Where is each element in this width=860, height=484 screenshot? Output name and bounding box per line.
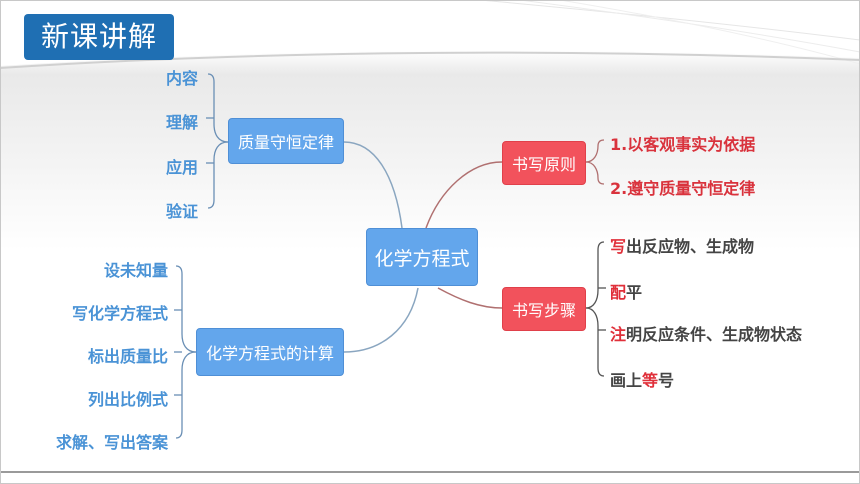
center-node-label: 化学方程式 <box>374 247 470 270</box>
leaf-application: 应用 <box>166 158 199 177</box>
connector-center-right-bottom <box>437 287 503 309</box>
leaf-step-3: 标出质量比 <box>87 347 168 366</box>
step-balance-rest: 平 <box>626 283 643 302</box>
node-mass-conservation[interactable]: 质量守恒定律 <box>228 118 344 164</box>
node-calculation-label: 化学方程式的计算 <box>205 344 334 363</box>
step-note-rest: 明反应条件、生成物状态 <box>626 325 803 344</box>
step-balance-key: 配 <box>610 283 627 302</box>
step-note-key: 注 <box>610 325 627 344</box>
bracket-right-bottom <box>585 241 605 309</box>
leaf-step-1: 设未知量 <box>103 261 168 280</box>
step-write-rest: 出反应物、生成物 <box>626 237 755 256</box>
node-writing-steps[interactable]: 书写步骤 <box>502 287 586 331</box>
principle-1: 1.以客观事实为依据 <box>610 135 756 154</box>
center-node[interactable]: 化学方程式 <box>366 228 478 286</box>
node-calculation[interactable]: 化学方程式的计算 <box>196 328 344 376</box>
step-equal: 画上等号 <box>610 367 674 391</box>
leaf-content: 内容 <box>166 69 199 88</box>
leaf-understanding: 理解 <box>166 113 199 132</box>
step-equal-post: 号 <box>658 371 675 390</box>
node-writing-steps-label: 书写步骤 <box>511 301 576 320</box>
step-equal-key: 等 <box>642 371 659 390</box>
node-writing-principles[interactable]: 书写原则 <box>502 141 586 185</box>
connector-center-left-top <box>343 141 403 229</box>
bracket-right-top <box>585 139 605 163</box>
leaf-step-4: 列出比例式 <box>87 390 168 409</box>
connector-center-right-top <box>425 161 503 229</box>
leaf-verification: 验证 <box>166 202 199 221</box>
section-title: 新课讲解 <box>24 14 174 60</box>
step-note: 注明反应条件、生成物状态 <box>610 321 802 345</box>
step-balance: 配平 <box>610 279 642 303</box>
leaf-step-2: 写化学方程式 <box>71 304 168 323</box>
connector-center-left-bottom <box>343 287 419 353</box>
step-write: 写出反应物、生成物 <box>610 233 754 257</box>
step-write-key: 写 <box>610 237 627 256</box>
bracket-left-bottom <box>175 265 197 353</box>
step-equal-pre: 画上 <box>610 371 643 390</box>
node-writing-principles-label: 书写原则 <box>511 155 576 174</box>
bracket-left-top <box>207 73 229 143</box>
principle-2: 2.遵守质量守恒定律 <box>610 179 756 198</box>
leaf-step-5: 求解、写出答案 <box>55 433 168 452</box>
node-mass-conservation-label: 质量守恒定律 <box>237 133 334 152</box>
